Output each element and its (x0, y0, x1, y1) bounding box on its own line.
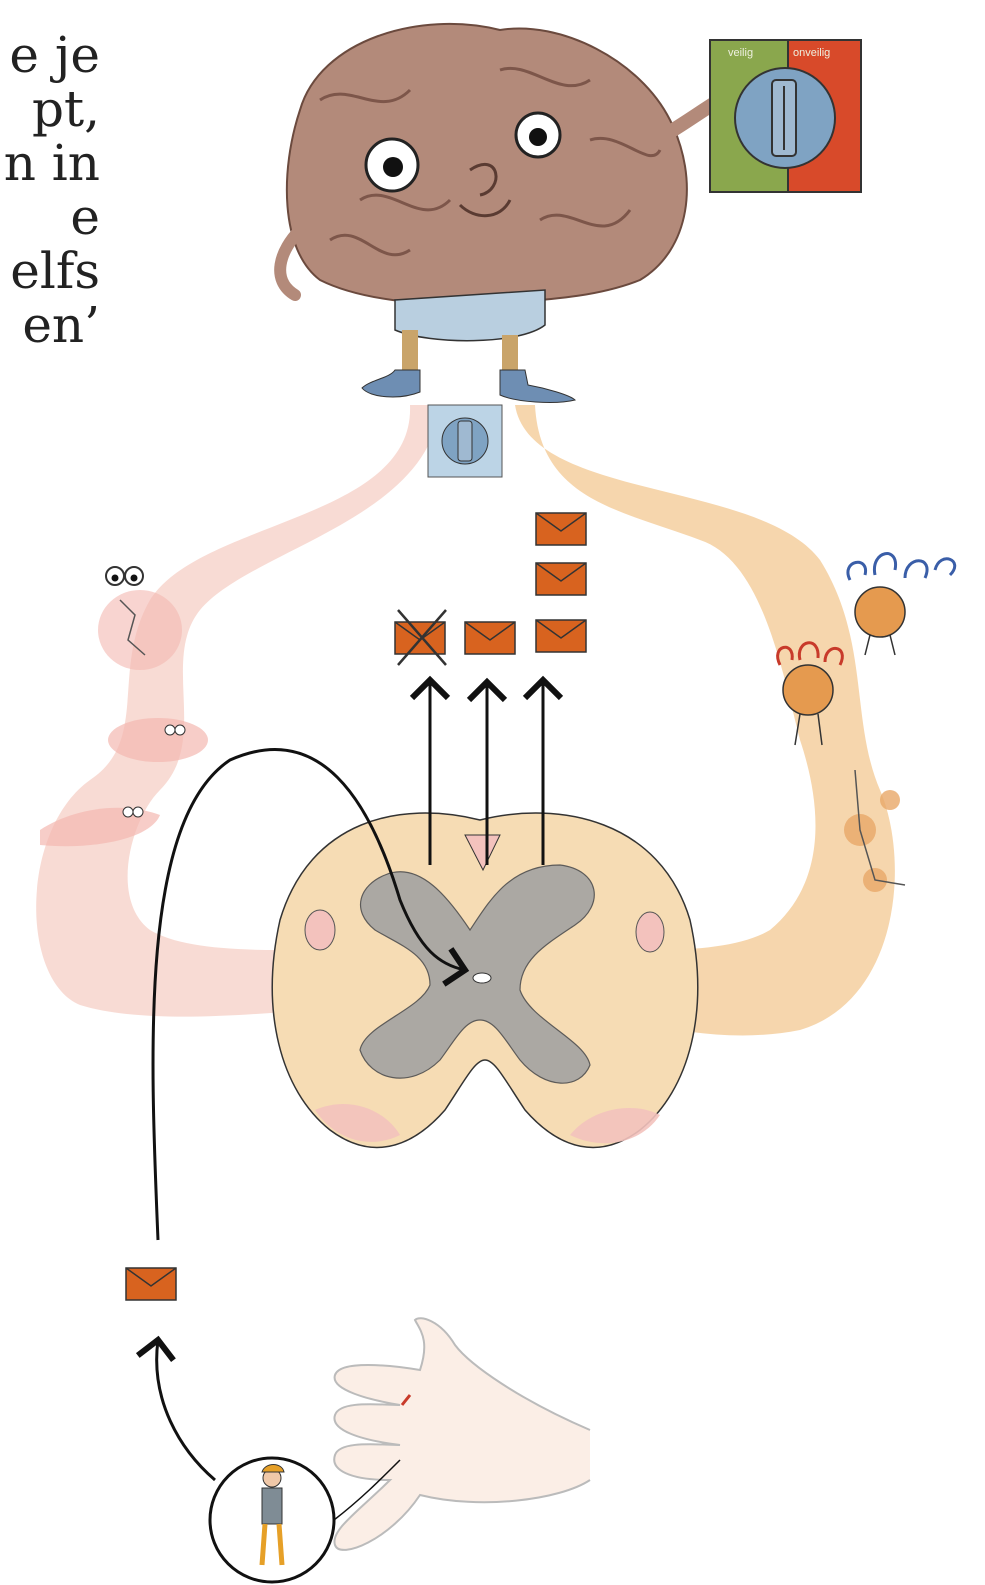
safety-switch-panel: veilig onveilig (710, 40, 861, 192)
molecule-character-icon (108, 718, 208, 762)
envelope-icon (126, 1268, 176, 1300)
caption-line: e (0, 190, 100, 244)
safe-label: veilig (728, 47, 753, 59)
unsafe-label: onveilig (793, 47, 830, 59)
caption-line: elfs (0, 244, 100, 298)
envelope-icon (536, 513, 586, 545)
brain-character-icon (280, 24, 728, 403)
molecule-character-icon (40, 807, 160, 846)
envelope-icon (536, 563, 586, 595)
curly-hair-character-icon (848, 554, 955, 655)
caption-text: e je pt, n in e elfs en’ (0, 28, 100, 352)
envelope-icon (536, 620, 586, 652)
blocked-envelope-icon (395, 610, 446, 665)
caption-line: e je (0, 28, 100, 82)
hand-icon (334, 1318, 590, 1550)
caption-line: pt, (0, 82, 100, 136)
caption-line: en’ (0, 298, 100, 352)
small-dial-switch-icon (428, 405, 502, 477)
nerve-arrow (157, 1340, 215, 1480)
spinal-cord-cross-section-icon (272, 813, 697, 1147)
caption-line: n in (0, 136, 100, 190)
envelope-icon (465, 622, 515, 654)
